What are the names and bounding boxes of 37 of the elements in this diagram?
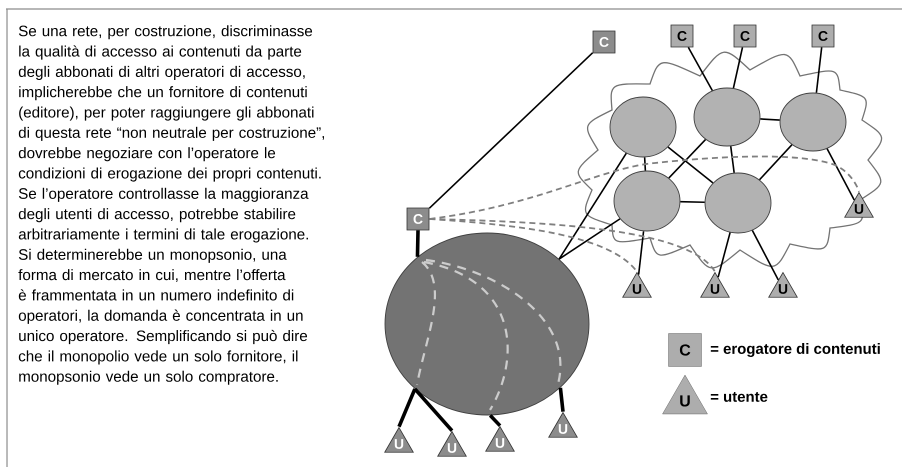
connection-line — [644, 157, 646, 171]
connection-line — [717, 232, 731, 278]
connection-line — [680, 200, 705, 204]
connection-line — [816, 47, 822, 93]
connection-line — [668, 146, 714, 184]
connection-line — [428, 52, 594, 209]
connection-line — [429, 156, 860, 220]
access-network-circle — [384, 232, 590, 416]
connection-line — [429, 218, 716, 272]
square-node: C — [734, 24, 756, 48]
legend-text: = erogatore di contenuti — [710, 343, 880, 357]
network-node-ellipse — [704, 172, 772, 234]
connection-line — [668, 139, 706, 179]
network-node-ellipse — [610, 96, 676, 158]
square-node: C — [812, 24, 834, 48]
connection-line — [826, 148, 855, 200]
connection-line — [730, 146, 735, 173]
connection-line — [758, 144, 792, 180]
legend-text: = utente — [710, 392, 768, 402]
network-node-ellipse — [780, 92, 846, 152]
connection-line — [638, 231, 644, 275]
square-node: C — [592, 30, 616, 54]
body-text: Se una rete, per costruzione, discriminasse la qualità di accesso ai contenuti da parte degli abbonati di altri operatori di accesso, implicherebbe che un fornitore di contenuti (editore), per poter raggiungere gli abbonati di questa rete “non neutrale per costruzione”, dovrebbe negoziare con l’operatore le condizioni di erogazione dei propri contenuti. Se l’operatore controllasse la maggioranza degli utenti di accesso, potrebbe stabilire arbitrariamente i termini di tale erogazione. Si determinerebbe un monopsonio, una forma di mercato in cui, mentre l’offerta è frammentata in un numero indefinito di operatori, la domanda è concentrata in un unico operatore. Semplificando si può dire che il monopolio vede un solo fornitore, il monopsonio vede un solo compratore. — [18, 25, 324, 385]
connection-line — [732, 47, 744, 88]
connection-line — [558, 218, 620, 260]
connection-line — [416, 230, 420, 257]
square-node: C — [406, 208, 430, 230]
connection-line — [414, 388, 454, 432]
network-node-ellipse — [694, 88, 760, 146]
connection-line — [397, 388, 417, 428]
square-node: C — [670, 24, 694, 48]
connection-line — [558, 388, 565, 412]
connection-line — [688, 47, 713, 91]
connection-line — [488, 414, 502, 427]
connection-line — [558, 152, 627, 260]
connection-line — [760, 118, 780, 121]
network-node-ellipse — [614, 170, 680, 232]
